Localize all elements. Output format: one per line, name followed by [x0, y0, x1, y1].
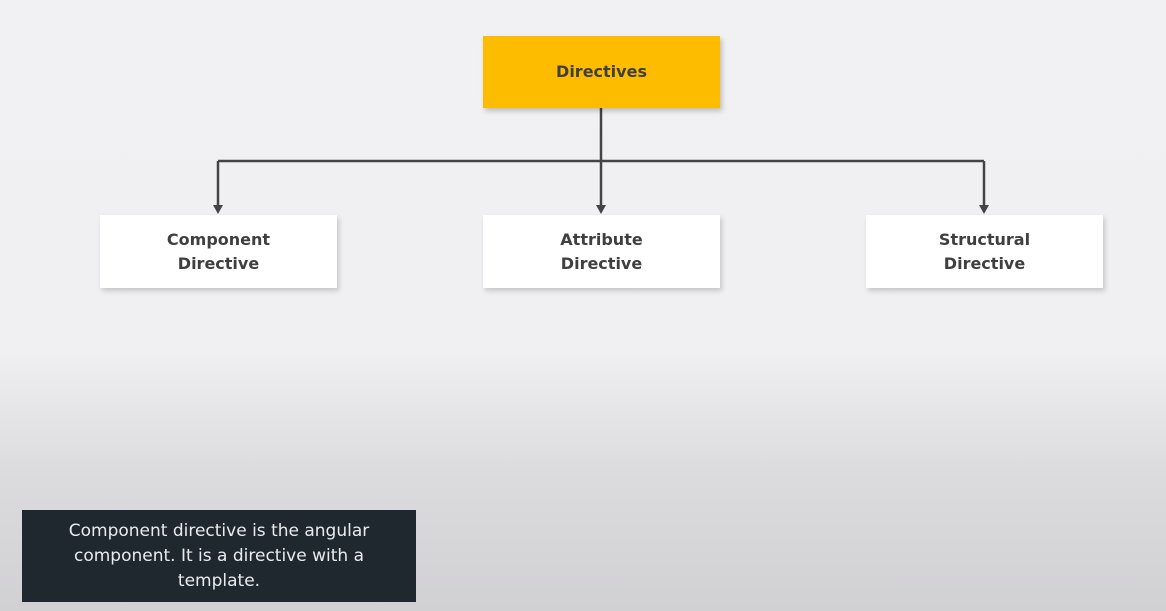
arrowhead-attribute — [596, 205, 606, 214]
child-node-component-directive: Component Directive — [100, 215, 337, 288]
root-node-directives: Directives — [483, 36, 720, 108]
subtitle-caption-text: Component directive is the angular compo… — [68, 520, 370, 591]
child-node-structural-directive: Structural Directive — [866, 215, 1103, 288]
arrowhead-structural — [979, 205, 989, 214]
child-node-attribute-directive: Attribute Directive — [483, 215, 720, 288]
child-node-label: Attribute Directive — [560, 229, 643, 273]
child-node-label: Structural Directive — [938, 229, 1031, 273]
root-node-label: Directives — [556, 62, 647, 81]
subtitle-caption: Component directive is the angular compo… — [22, 510, 416, 602]
arrowhead-component — [213, 205, 223, 214]
child-node-label: Component Directive — [166, 229, 271, 273]
